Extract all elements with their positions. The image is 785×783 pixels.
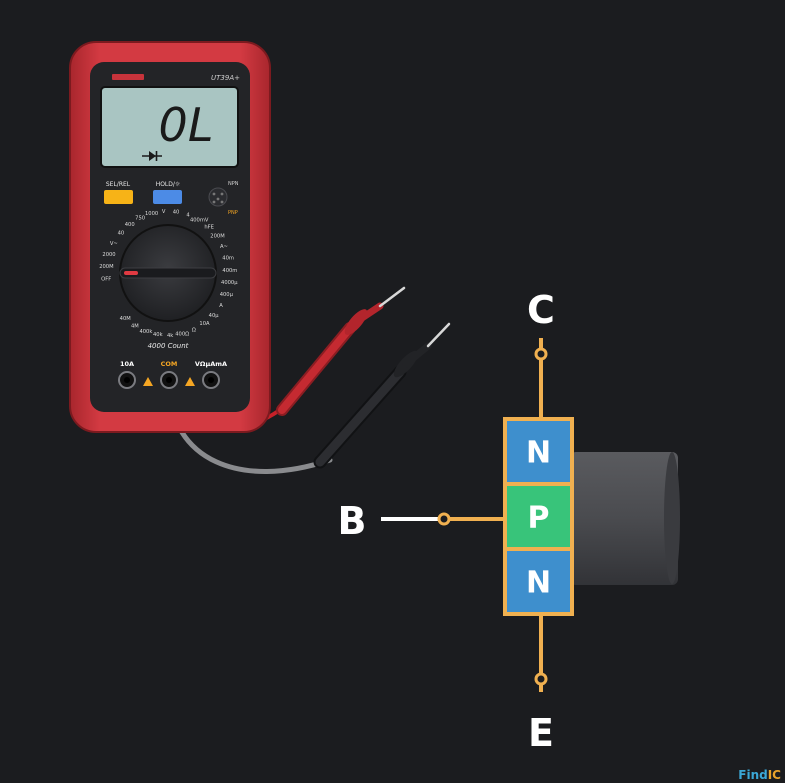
layer-label: N (526, 436, 551, 471)
watermark: FindIC (738, 768, 781, 782)
dial-label: 40M (120, 316, 131, 322)
multimeter: UT39A+ 0L SEL/REL HOLD/☼ NPN PNP OFF 200M… (69, 41, 271, 433)
layer-label: N (526, 566, 551, 601)
layer-label: P (528, 501, 550, 536)
dial-label: 750 (135, 216, 145, 222)
semiconductor-layers: NPN (503, 417, 574, 616)
transistor-body (570, 452, 678, 585)
dial-label: 1000 (145, 211, 158, 217)
dial-label: 200M (210, 234, 224, 240)
diode-symbol-icon (142, 151, 162, 161)
multimeter-model: UT39A+ (211, 74, 240, 82)
dial-count-label: 4000 Count (148, 342, 189, 350)
hfe-pnp-label: PNP (228, 210, 238, 216)
layer-1 (507, 421, 570, 482)
watermark-find: Find (738, 768, 767, 782)
watermark-ic: IC (768, 768, 781, 782)
dial-label: 4M (131, 323, 139, 329)
dial-label: A (219, 303, 223, 309)
terminal-hole (124, 377, 130, 383)
dial-label: Ω (192, 327, 196, 333)
layer-2 (507, 486, 570, 547)
dial-label: 4 (186, 212, 190, 218)
terminal-label: 10A (120, 360, 134, 368)
dial-label: 2000 (102, 252, 115, 258)
dial-label: 400Ω (175, 331, 189, 337)
collector-label: C (527, 288, 555, 332)
warning-icon (143, 377, 153, 386)
dial-pointer (119, 267, 217, 279)
terminal-hole (208, 377, 214, 383)
base-node (437, 512, 451, 526)
dial-label: 10A (199, 321, 210, 327)
dial-label: OFF (101, 276, 111, 282)
dial-label: V (162, 209, 166, 215)
lcd-reading: 0L (159, 98, 214, 152)
collector-node (534, 347, 548, 361)
hold-label: HOLD/☼ (156, 181, 181, 188)
red-probe[interactable] (276, 286, 406, 416)
dial-label: V~ (110, 241, 118, 247)
terminal-label: VΩμAmA (195, 360, 227, 368)
brand-logo (112, 74, 144, 80)
dial-label: 400k (139, 329, 152, 335)
hold-button[interactable] (153, 190, 182, 204)
dial-label: 40 (118, 231, 125, 237)
dial-label: 40k (153, 332, 163, 338)
hfe-npn-label: NPN (228, 181, 239, 187)
input-terminals: 10A COM VΩμAmA (118, 360, 227, 389)
lcd-screen (100, 86, 239, 168)
emitter-label: E (528, 711, 554, 755)
terminal-hole (166, 377, 172, 383)
dial-label: hFE (204, 225, 214, 231)
base-label: B (338, 499, 367, 543)
dial-indicator (124, 271, 138, 275)
dial-label: A~ (220, 244, 228, 250)
terminal-label: COM (161, 360, 178, 368)
dial-label: 200M (99, 264, 113, 270)
dial-label: 40µ (209, 313, 220, 319)
warning-icon (185, 377, 195, 386)
emitter-node (534, 672, 548, 686)
dial-label: 400µ (220, 292, 234, 298)
black-probe[interactable] (313, 322, 451, 469)
dial-label: 400m (222, 268, 237, 274)
dial-label: 4000µ (221, 280, 238, 286)
sel-rel-label: SEL/REL (106, 181, 131, 188)
transistor: C E B NPN (338, 288, 680, 755)
layer-3 (507, 551, 570, 612)
dial-label: 4k (167, 333, 173, 339)
dial-label: 40 (173, 210, 180, 216)
dial-label: 400 (125, 222, 135, 228)
sel-rel-button[interactable] (104, 190, 133, 204)
dial-label: 40m (222, 256, 234, 262)
dial-label: 400mV (190, 217, 209, 223)
hfe-socket[interactable] (208, 187, 228, 207)
